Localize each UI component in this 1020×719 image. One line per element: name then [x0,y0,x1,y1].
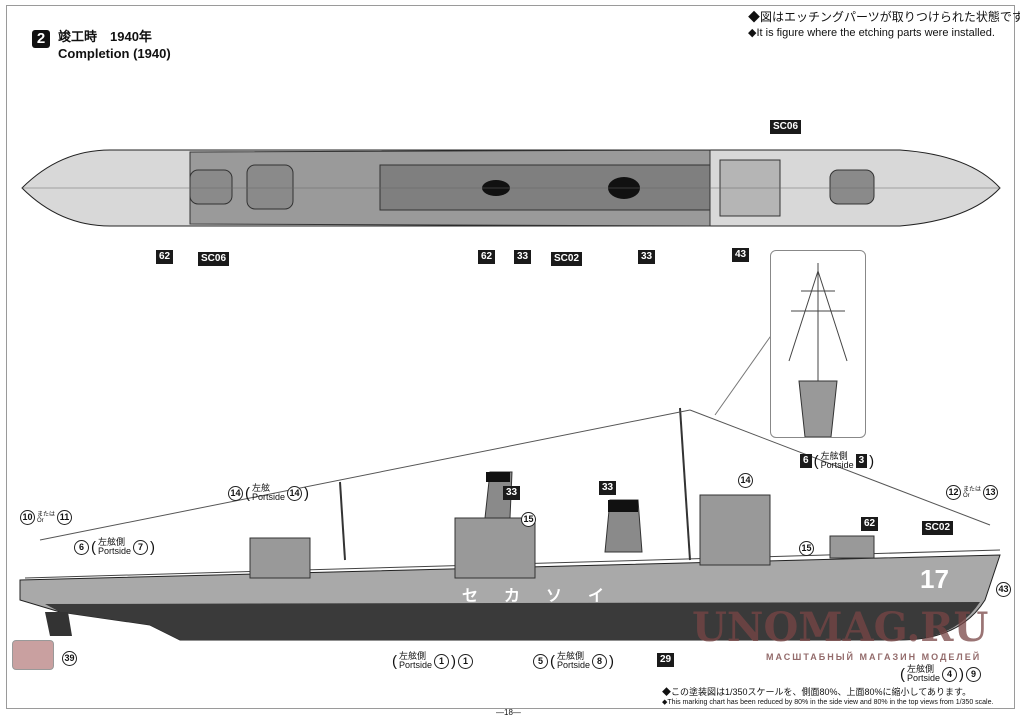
or-label-en: Or [963,492,970,499]
part-label: 33 [514,250,532,264]
or-label-jp: または [37,511,56,518]
part-label: 33 [503,486,521,500]
portside-label-jp: 左舷側 [820,451,848,461]
part-label: 33 [638,250,656,264]
decal-number: 39 [62,651,77,666]
note-jp: ◆図はエッチングパーツが取りつけられた状態です。 [748,10,1020,24]
color-label: SC06 [198,252,230,266]
decal-number: 9 [966,666,982,682]
page-number: —18— [496,708,521,717]
or-label-jp: または [963,486,982,493]
decal-number: 7 [133,539,149,555]
section-title-jp: 竣工時 1940年 [58,29,152,44]
or-label-en: Or [37,517,44,524]
decal-number: 15 [521,512,536,527]
nameplate-decal [12,640,54,670]
decal-number: 12 [946,485,961,500]
note-en: ◆It is figure where the etching parts we… [748,27,995,39]
hull-name: セカソイ [462,588,631,605]
portside-label-en: Portside [557,660,591,670]
color-label: SC06 [770,120,802,134]
portside-label-jp: 左舷側 [98,537,126,547]
decal-number: 8 [592,653,608,669]
color-label: SC02 [551,252,583,266]
decal-number: 4 [942,666,958,682]
portside-label-en: Portside [907,673,941,683]
part-label: 33 [599,481,617,495]
watermark-logo: UNOMAG.RU [692,604,989,651]
portside-label-en: Portside [98,546,132,556]
decal-number: 1 [458,653,474,669]
scale-note-jp: ◆この塗装図は1/350スケールを、側面80%、上面80%に縮小してあります。 [662,687,972,697]
part-label: 43 [732,248,750,262]
portside-label-jp: 左舷 [252,483,271,493]
part-label: 62 [156,250,174,264]
section-title-en: Completion (1940) [58,46,171,61]
decal-number: 15 [799,541,814,556]
decal-number: 14 [738,473,753,488]
top-view-ship [21,149,1001,227]
decal-number: 10 [20,510,35,525]
part-label: 62 [478,250,496,264]
portside-label-jp: 左舷側 [557,651,585,661]
portside-label-jp: 左舷側 [399,651,427,661]
part-label: 29 [657,653,675,667]
color-label: SC02 [922,521,954,535]
decal-number: 43 [996,582,1011,597]
portside-label-en: Portside [399,660,433,670]
hull-number: 17 [920,564,949,594]
decal-number: 1 [434,653,450,669]
part-label: 3 [855,454,868,468]
decal-number: 11 [57,510,73,525]
part-label: 6 [800,454,812,468]
side-view-ship [19,329,1001,641]
mast-detail-inset [770,250,866,438]
scale-note-en: ◆This marking chart has been reduced by … [662,699,994,706]
decal-number: 5 [533,653,548,669]
portside-label-en: Portside [820,460,854,470]
portside-label-en: Portside [252,492,286,502]
watermark-subtitle: МАСШТАБНЫЙ МАГАЗИН МОДЕЛЕЙ [766,652,982,662]
step-number-badge: 2 [32,30,50,48]
page-frame [6,5,1015,709]
decal-number: 6 [74,539,89,555]
decal-number: 14 [228,485,243,501]
decal-number: 14 [287,485,303,501]
portside-label-jp: 左舷側 [907,664,935,674]
part-label: 62 [861,517,879,531]
decal-number: 13 [983,485,999,500]
